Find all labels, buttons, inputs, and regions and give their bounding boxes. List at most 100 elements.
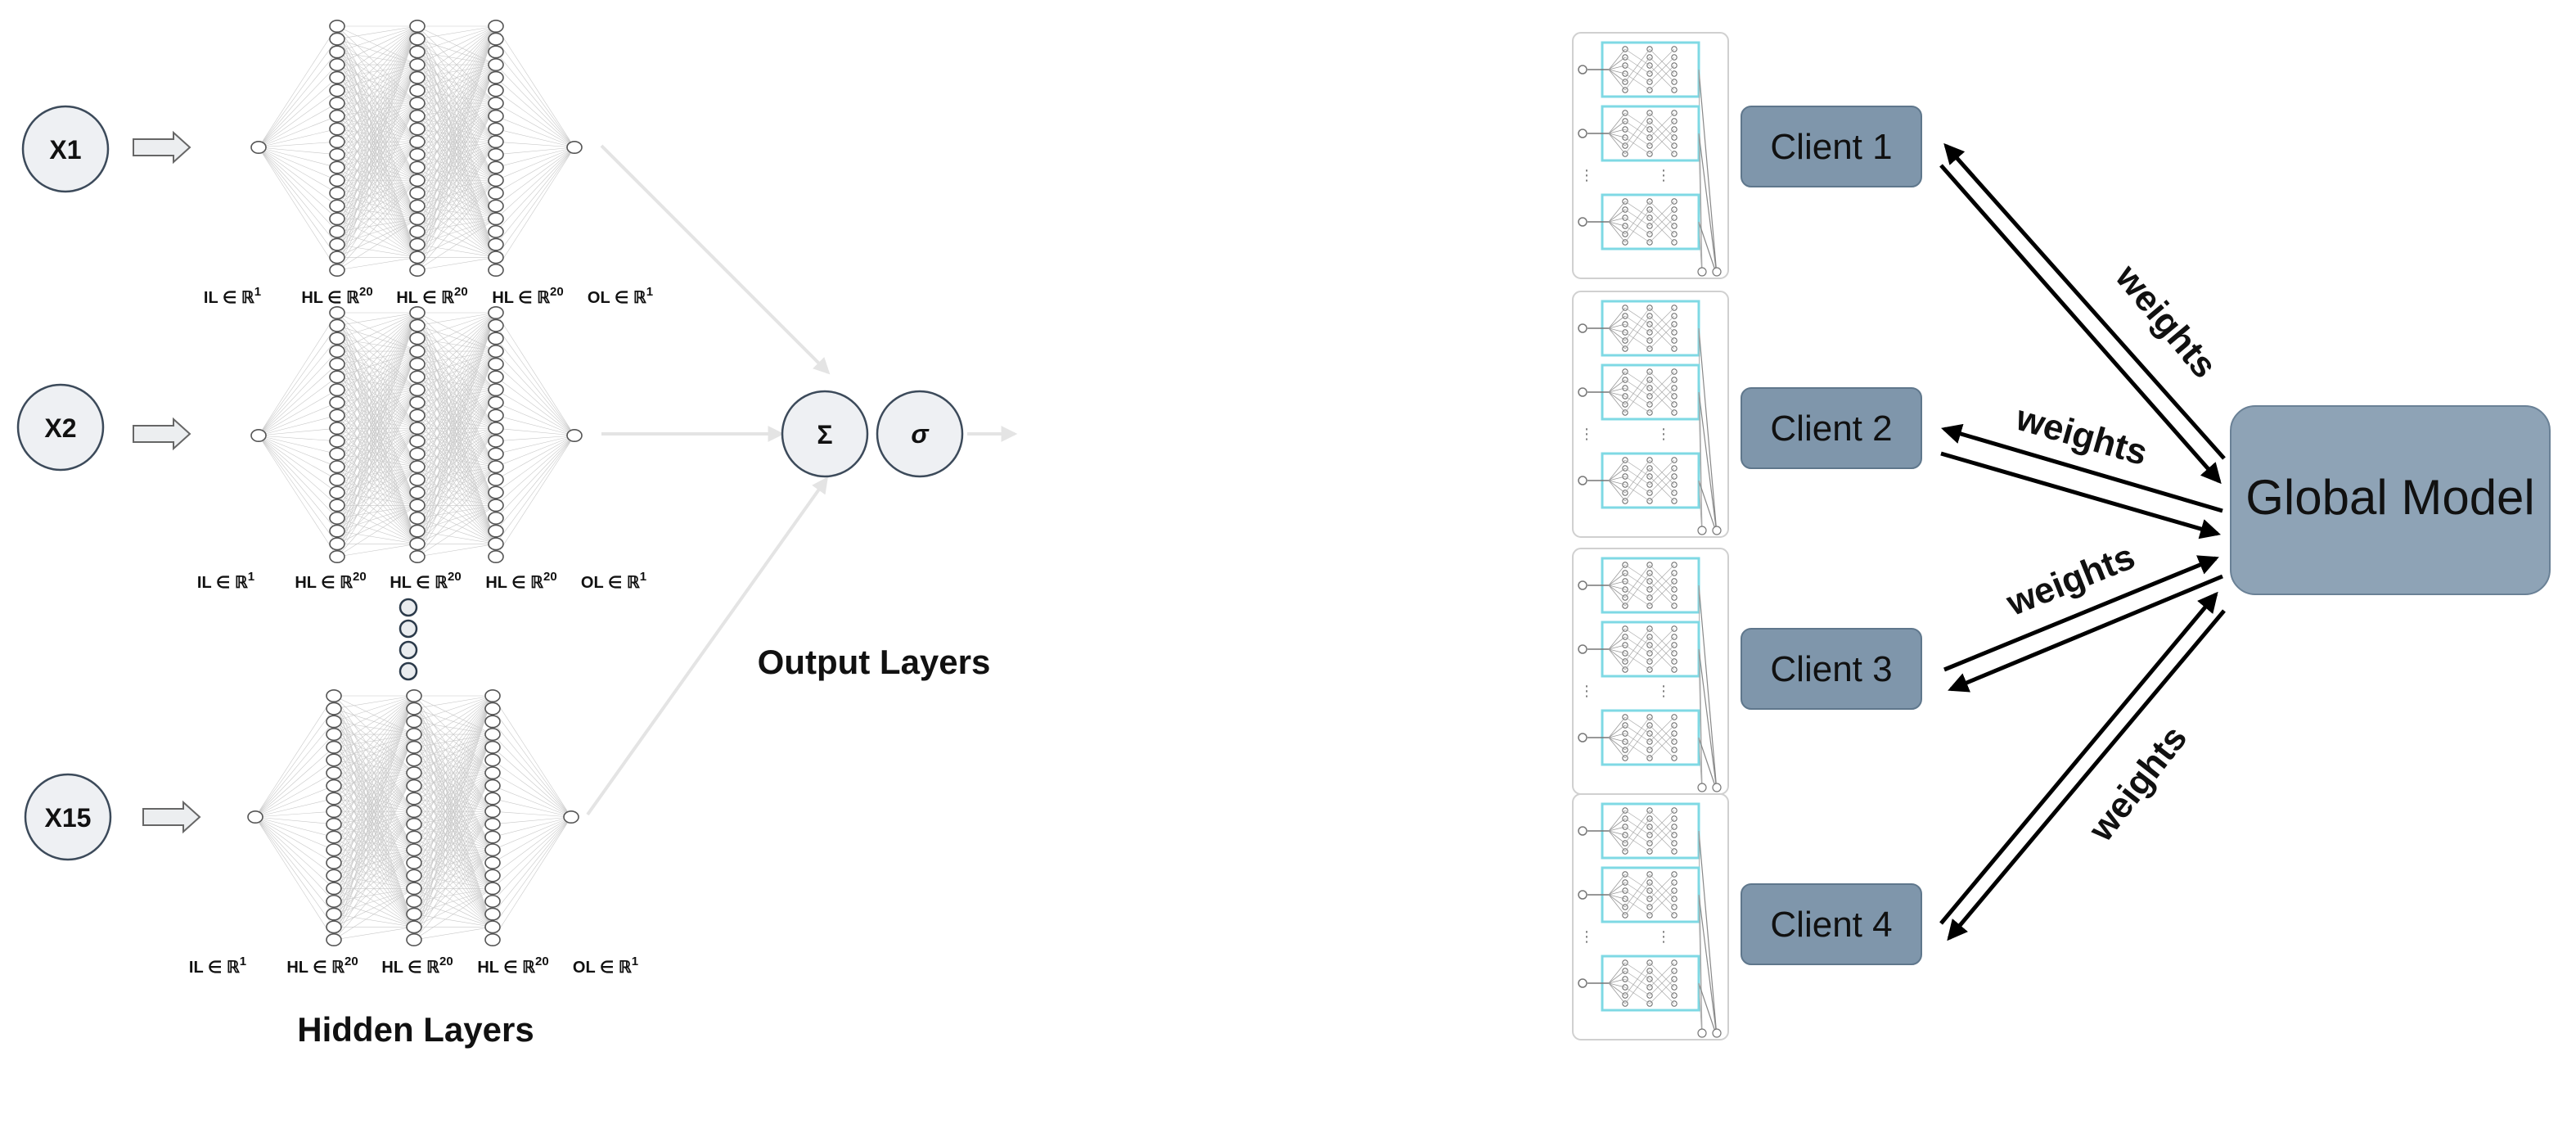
network-edge [417,389,497,557]
network-edge [258,377,338,436]
hidden-neuron [326,933,342,947]
network-edge [417,312,497,377]
network-edge [336,25,418,245]
svg-text:⋮: ⋮ [1656,683,1671,700]
network-edge [413,695,493,876]
hidden-neuron [484,869,501,882]
network-edge [258,435,338,557]
network-edge [417,466,497,544]
hidden-neuron [326,792,342,806]
hidden-neuron [329,70,345,84]
hidden-neuron [406,715,422,729]
network-edge [417,312,497,429]
hidden-neuron [409,447,426,461]
network-edge [417,312,497,441]
hidden-neuron [329,58,345,72]
network-edge [254,816,335,889]
hidden-neuron [484,855,501,869]
network-edge [336,180,418,271]
network-edge [417,25,497,129]
output-neuron [566,428,583,442]
hidden-neuron [326,907,342,921]
hidden-neuron [488,84,504,97]
layer-label: IL ∈ ℝ1 [204,285,261,307]
hidden-neuron [406,920,422,934]
network-edge [333,887,415,928]
network-edge [417,102,497,258]
hidden-neuron [488,224,504,238]
hidden-neuron [406,688,422,702]
network-edge [258,64,338,148]
client-1-box: Client 1 [1741,106,1922,187]
hidden-neuron [329,251,345,264]
network-edge [495,90,575,148]
network-edge [413,695,493,709]
hidden-neuron [409,263,426,277]
network-edge [413,695,493,941]
network-edge [417,25,497,258]
network-edge [336,504,418,544]
client-thumbnail-2: ⋮⋮ [1572,291,1729,538]
network-edge [254,816,335,864]
network-edge [336,25,418,181]
network-edge [413,927,493,941]
network-edge [254,816,335,851]
network-edge [336,466,418,531]
network-edge [333,695,415,864]
network-edge [333,849,415,928]
network-edge [492,747,572,818]
network-edge [336,312,418,442]
network-edge [254,760,335,818]
network-edge [417,504,497,531]
net1-to-sum-line [600,144,831,375]
network-edge [495,435,575,544]
network-edge [333,695,415,722]
hidden-neuron [409,511,426,525]
network-edge [336,389,418,531]
network-edge [495,141,575,148]
network-edge [417,350,497,557]
network-edge [417,312,497,531]
hidden-neuron [406,855,422,869]
hidden-neuron [488,472,504,486]
hidden-neuron [409,186,426,200]
network-edge [336,544,418,557]
network-edge [254,816,335,837]
network-edge [495,312,575,436]
network-edge [258,312,338,436]
hidden-neuron [326,702,342,715]
network-edge [495,435,575,454]
network-edge [417,312,497,481]
hidden-neuron [329,472,345,486]
layer-label: HL ∈ ℝ20 [390,570,461,592]
network-edge [333,772,415,928]
network-edge [417,25,497,181]
hidden-neuron [488,122,504,136]
network-edge [333,695,415,799]
network-edge [258,325,338,436]
network-edge [417,312,497,544]
network-edge [336,312,418,506]
network-edge [413,734,493,914]
hidden-neuron [484,805,501,819]
network-edge [254,810,335,818]
hidden-neuron [488,186,504,200]
hidden-neuron [488,383,504,397]
hidden-neuron [406,882,422,896]
network-edge [258,427,338,436]
network-edge [495,129,575,148]
network-edge [492,816,572,851]
layer-label: HL ∈ ℝ20 [301,285,372,307]
hidden-neuron [329,485,345,499]
hidden-neuron [409,524,426,538]
network-edge [258,435,338,493]
network-edge [336,427,418,531]
network-edge [333,695,415,837]
network-edge [417,350,497,544]
input-x15-label: X15 [45,803,92,833]
hidden-neuron [329,383,345,397]
network-edge [495,389,575,436]
hidden-neuron [488,318,504,332]
network-edge [417,180,497,271]
